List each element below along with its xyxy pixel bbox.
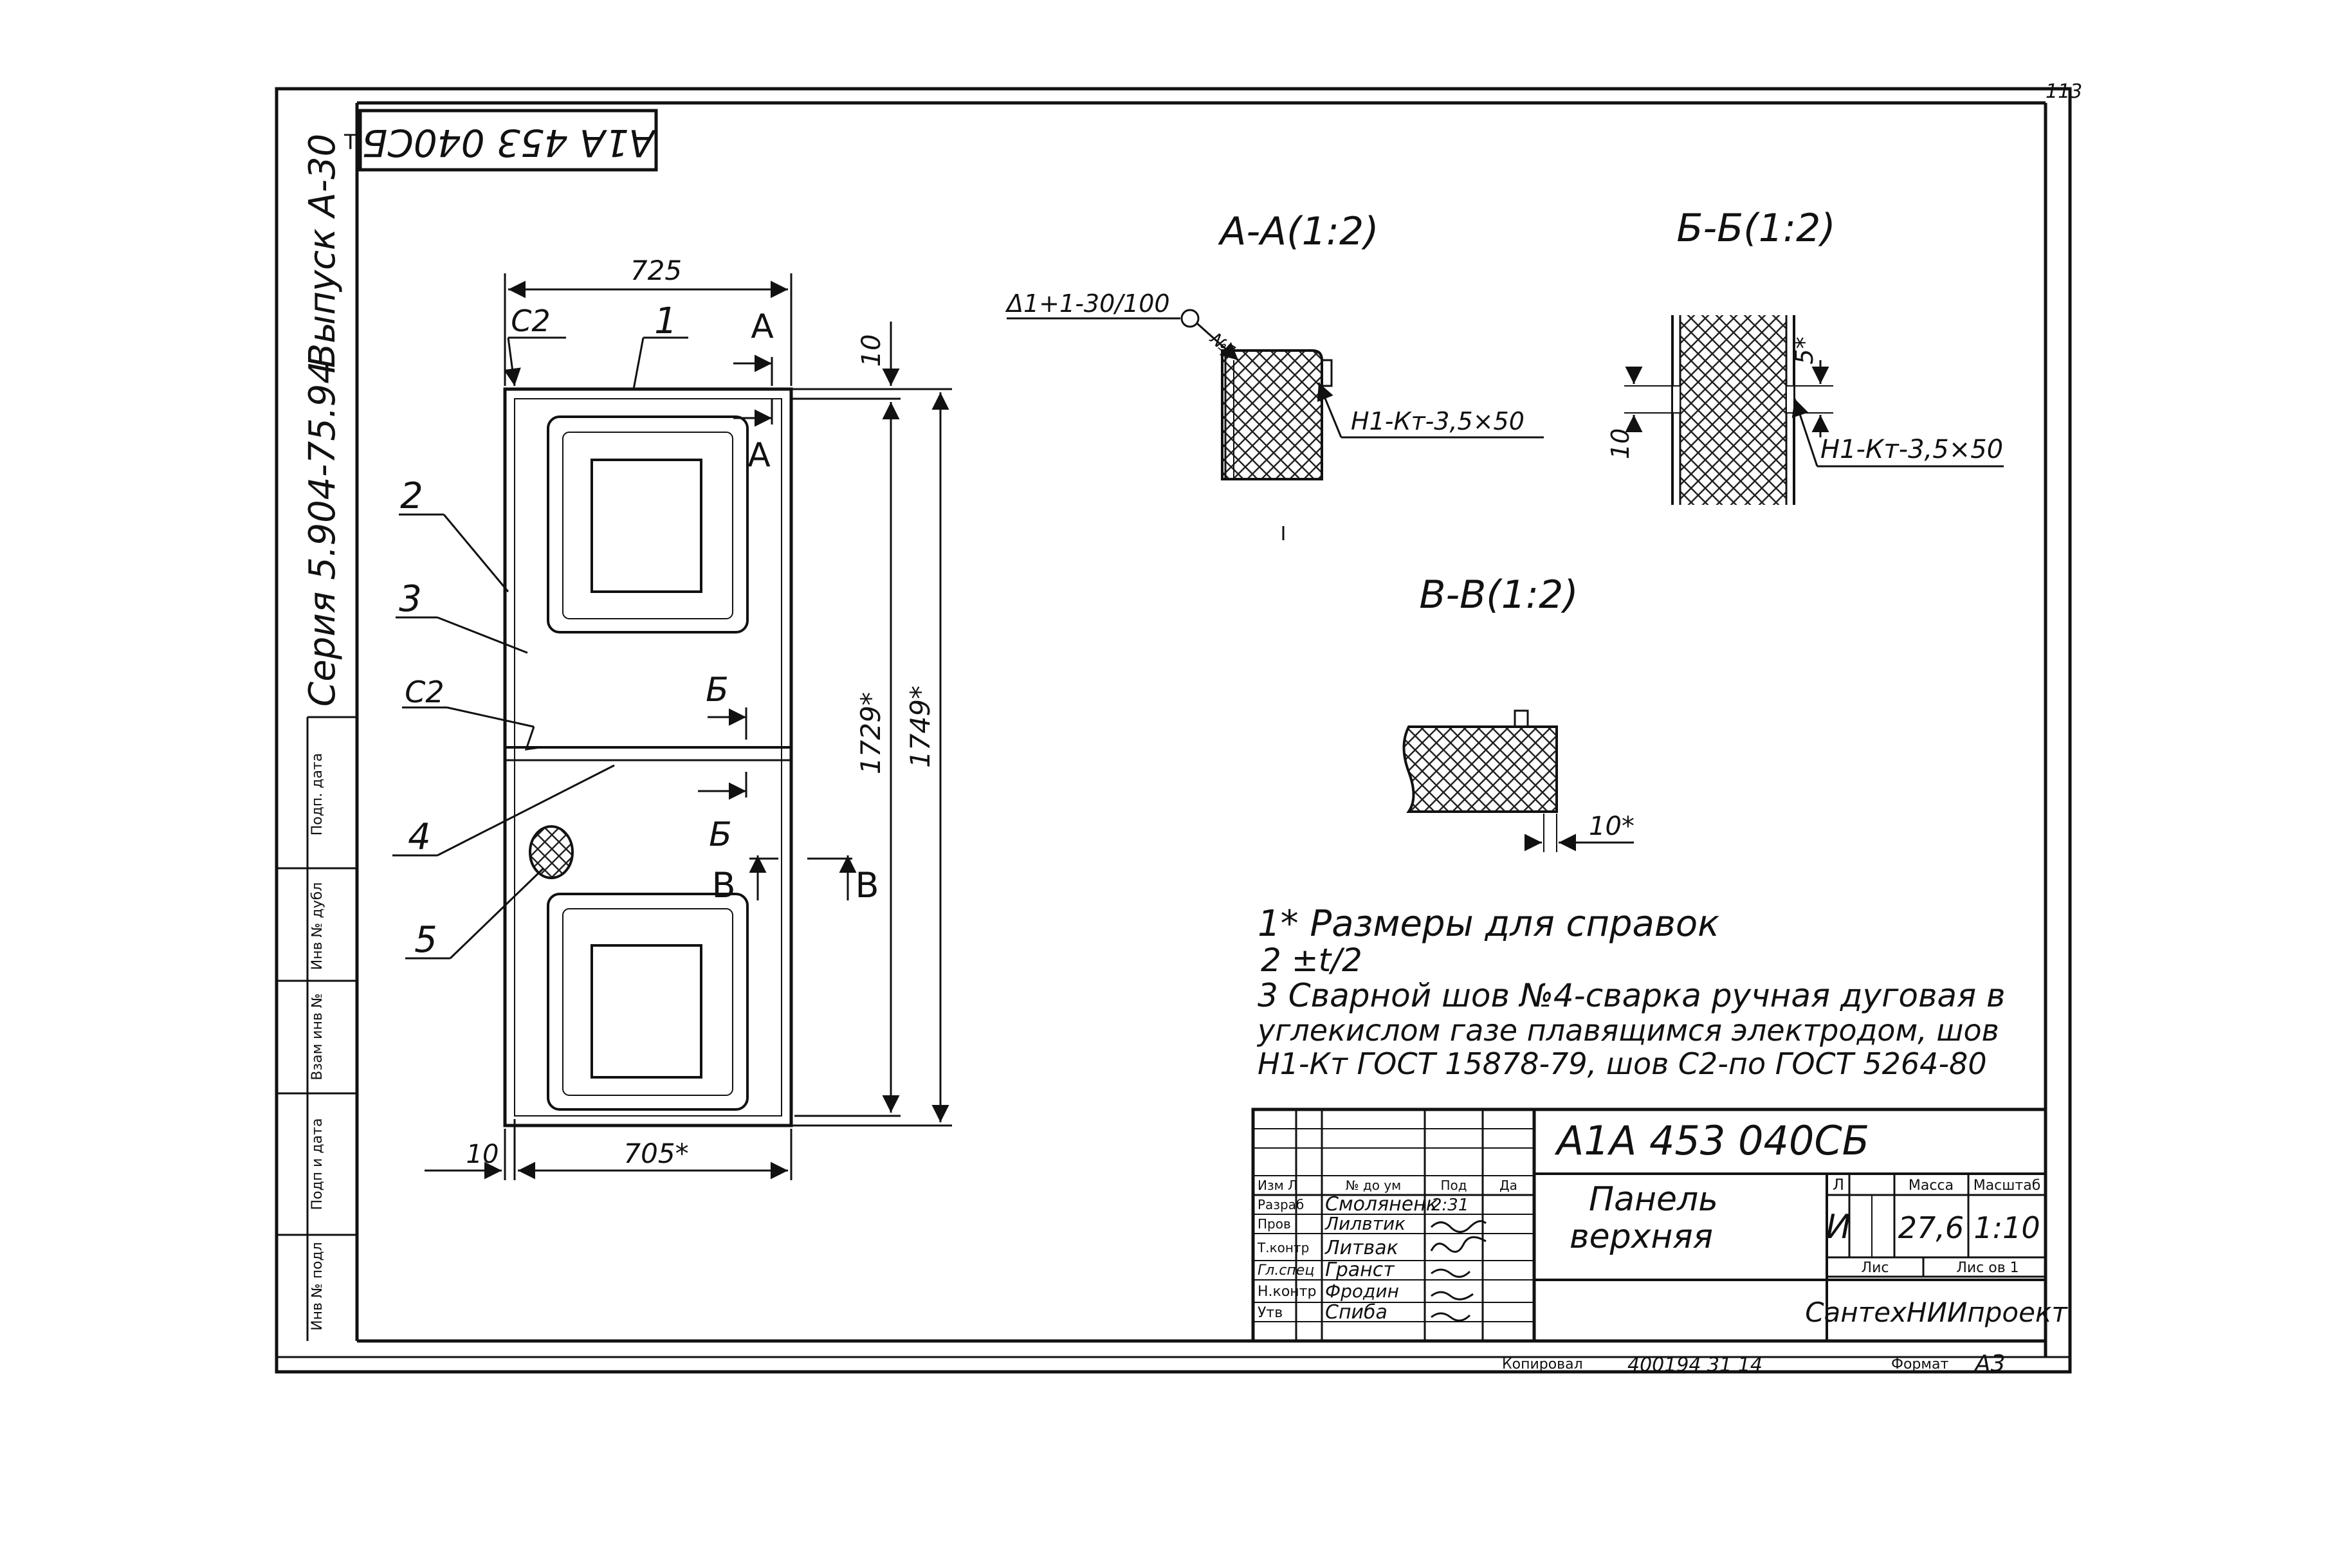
header-cell-date: Да [1499,1178,1517,1193]
organization: СантехНИИпроект [1805,1297,2068,1328]
copied-label: Копировал [1502,1356,1583,1372]
strip-cell-5: Инв № подл [309,1242,325,1331]
position-3: 3 [399,578,422,620]
role-0: Разраб [1258,1197,1304,1212]
aa-weld-symbol: Δ1+1-30/100 [1005,289,1170,318]
title-block-header-row: Изм Л № до ум Под Да [1258,1178,1517,1193]
part-name-line-2: верхняя [1570,1217,1713,1256]
rotated-code-text: А1А 453 040СБ [362,121,657,165]
weld-c2-mid: С2 [405,675,444,709]
lit-value: И [1826,1208,1851,1246]
scale-value: 1:10 [1973,1210,2040,1245]
dim-height-inner: 1729* [855,692,886,774]
part-name-line-1: Панель [1589,1180,1718,1219]
panel-main-view [503,387,793,1127]
col-scale: Масштаб [1973,1178,2041,1194]
sheet-frame [275,87,2072,1374]
role-5: Утв [1258,1305,1283,1321]
position-2: 2 [400,475,423,517]
bb-dim-10: 10 [1606,428,1634,459]
header-cell-izm: Изм Л [1258,1178,1297,1193]
corner-mark: Т [343,130,357,154]
page-number: 113 [2046,80,2082,103]
aa-weld-label: Н1-Кт-3,5×50 [1351,407,1525,435]
rotated-code-box: А1А 453 040СБ [358,109,658,172]
weld-c2-top: С2 [511,304,550,338]
title-block [1251,1108,2047,1343]
note-3-line-2: углекислом газе плавящимся электродом, ш… [1256,1013,1999,1048]
format-value: А3 [1973,1351,2006,1377]
role-4-name: Фродин [1325,1281,1399,1302]
section-a-bottom: А [747,436,771,475]
section-aa-drawing [1007,309,1544,480]
role-3: Гл.спец [1258,1263,1314,1279]
role-5-name: Спиба [1325,1301,1387,1324]
dim-top-offset: 10 [857,334,886,367]
col-lit: Л [1833,1176,1844,1194]
note-3: 3 Сварной шов №4-сварка ручная дуговая в [1258,977,2006,1014]
position-leaders [392,336,688,960]
note-3-line-3: Н1-Кт ГОСТ 15878-79, шов С2-по ГОСТ 5264… [1258,1046,1987,1081]
header-cell-sign: Под [1440,1178,1467,1193]
role-4: Н.контр [1258,1284,1316,1300]
section-markers [698,354,857,900]
bb-dim-5: 5* [1790,336,1818,364]
dim-height-outer: 1749* [904,686,936,768]
section-vv-title: В-В(1:2) [1419,572,1578,617]
role-0-date: 2:31 [1431,1196,1469,1215]
section-a-top: А [751,307,774,346]
vv-dim-10: 10* [1589,812,1634,841]
role-3-name: Гранст [1325,1259,1395,1281]
dim-width-bottom: 705* [623,1138,688,1169]
role-rows: Разраб Смоляненк 2:31 Пров Лилвтик Т.кон… [1257,1193,1469,1324]
section-b-top: Б [706,671,729,709]
doc-code: А1А 453 040СБ [1554,1117,1869,1164]
left-strip [277,867,357,1236]
role-0-name: Смоляненк [1325,1193,1438,1216]
format-label: Формат [1891,1356,1948,1372]
role-2: Т.контр [1257,1240,1309,1255]
role-2-name: Литвак [1324,1237,1398,1259]
strip-cell-3: Взам инв № [309,993,325,1080]
section-vv-drawing [1402,709,1634,852]
technical-notes: 1* Размеры для справок 2 ±t/2 3 Сварной … [1256,903,2006,1081]
position-1: 1 [654,300,677,342]
role-1: Пров [1258,1216,1291,1232]
mass-value: 27,6 [1898,1210,1964,1245]
note-2: 2 ±t/2 [1261,942,1362,979]
copied-value: 400194 31 14 [1627,1354,1763,1376]
section-b-bottom: Б [709,816,732,854]
section-bb-drawing [1624,315,2004,505]
insulation-sample-mark [529,825,574,879]
header-cell-doc: № до ум [1346,1178,1402,1193]
section-v-left: В [711,865,735,906]
strip-cell-2: Инв № дубл [309,882,325,971]
signatures [1430,1220,1487,1322]
issue-label: Выпуск А-30 [302,134,343,369]
position-5: 5 [414,919,437,961]
section-bb-title: Б-Б(1:2) [1676,206,1835,251]
sheet-label: Лис [1862,1260,1889,1276]
dim-left-offset: 10 [466,1140,499,1169]
bb-weld-label: Н1-Кт-3,5×50 [1820,435,2003,464]
sheets-label: Лис ов 1 [1956,1260,2019,1276]
main-dimensions [425,273,952,1180]
series-label: Серия 5.904-75.94 [302,361,343,707]
note-1: 1* Размеры для справок [1258,903,1719,945]
dim-width-top: 725 [630,255,682,286]
section-v-right: В [855,865,879,906]
strip-cell-1: Подп. дата [309,753,325,836]
position-4: 4 [408,816,431,858]
strip-cell-4: Подп и дата [309,1118,325,1210]
col-mass: Масса [1909,1178,1954,1194]
section-aa-title: А-А(1:2) [1217,209,1378,254]
role-1-name: Лилвтик [1324,1213,1406,1234]
